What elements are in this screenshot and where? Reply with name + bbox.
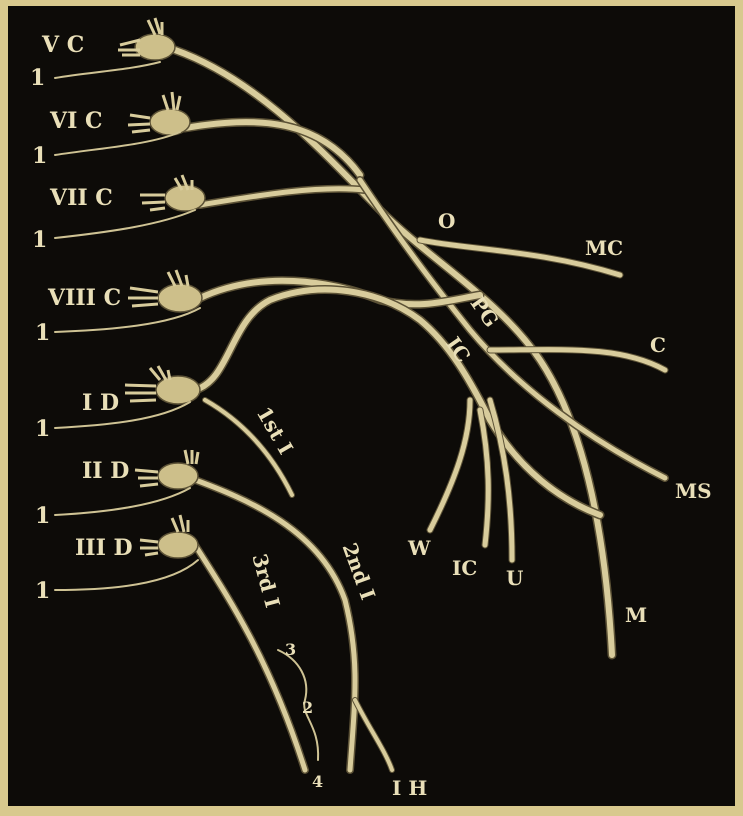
label-c: C [650, 333, 666, 357]
marker-4: 4 [312, 772, 323, 791]
label-1-iid: 1 [35, 503, 50, 529]
label-1-viic: 1 [32, 227, 47, 253]
label-ms: MS [675, 479, 712, 503]
label-1-id: 1 [35, 416, 50, 442]
label-w: W [407, 536, 431, 560]
label-iiid: III D [75, 535, 133, 561]
label-o: O [438, 209, 455, 233]
label-1-vc: 1 [30, 65, 45, 91]
label-1-iiid: 1 [35, 578, 50, 604]
label-m: M [625, 603, 647, 627]
label-viiic: VIII C [47, 285, 121, 311]
label-vc: V C [41, 32, 84, 58]
label-ih: I H [392, 776, 427, 800]
label-iid: II D [82, 458, 129, 484]
label-u: U [506, 566, 523, 590]
label-ic-lower: IC [452, 556, 477, 580]
label-mc: MC [585, 236, 623, 260]
marker-2: 2 [302, 698, 313, 717]
marker-3: 3 [285, 640, 296, 659]
label-vic: VI C [49, 108, 103, 134]
label-1-vic: 1 [32, 143, 47, 169]
label-id: I D [82, 390, 119, 416]
label-1-viiic: 1 [35, 320, 50, 346]
label-viic: VII C [49, 185, 113, 211]
